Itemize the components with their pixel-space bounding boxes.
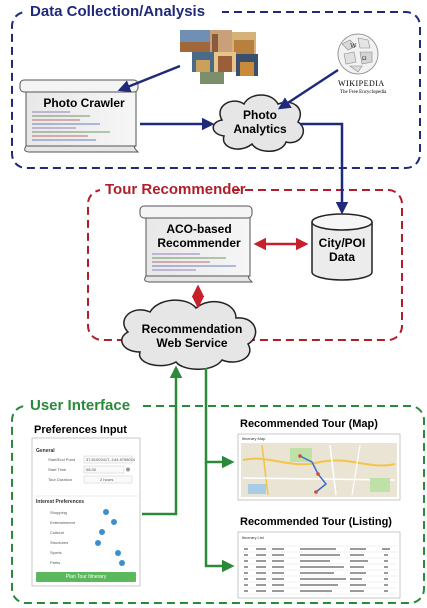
- arrow-analytics-to-poi: [300, 122, 349, 215]
- field-value-duration[interactable]: 2 hours: [100, 477, 114, 482]
- city-poi-line1: City/POI: [318, 236, 366, 250]
- listing-panel-header: Itinerary List: [242, 535, 264, 540]
- wikipedia-logo: W Ω: [337, 33, 379, 75]
- field-value-start-time[interactable]: 08:30: [86, 467, 97, 472]
- photo-crawler-node: [19, 79, 140, 153]
- svg-text:W: W: [350, 42, 357, 50]
- interest-label: Entertainment: [50, 520, 75, 525]
- interest-slider-knob[interactable]: [99, 529, 105, 535]
- interest-slider-knob[interactable]: [95, 540, 101, 546]
- interest-slider-knob[interactable]: [111, 519, 117, 525]
- aco-recommender-label: ACO-based Recommender: [150, 222, 248, 250]
- map-panel: [237, 433, 401, 501]
- interest-label: Shopping: [50, 510, 67, 515]
- interest-label: Structures: [50, 540, 69, 545]
- aco-recommender-line2: Recommender: [157, 236, 241, 250]
- interest-label: Parks: [50, 560, 61, 565]
- photo-crawler-label: Photo Crawler: [43, 96, 125, 110]
- preferences-title: Preferences Input: [34, 424, 127, 436]
- tour-recommender-section: [87, 189, 403, 341]
- interest-heading: Interest Preferences: [36, 499, 85, 505]
- field-label-duration: Tour Duration: [48, 477, 73, 482]
- interest-label: Cultural: [50, 530, 64, 535]
- preferences-general-heading: General: [36, 448, 55, 454]
- aco-recommender-line1: ACO-based: [166, 222, 232, 236]
- listing-panel-title: Recommended Tour (Listing): [240, 516, 392, 528]
- photo-analytics-label: Photo Analytics: [222, 108, 298, 136]
- interest-slider-knob[interactable]: [103, 509, 109, 515]
- photo-thumbnails: [180, 30, 258, 84]
- arrow-wiki-to-analytics: [277, 68, 339, 110]
- interest-slider-knob[interactable]: [115, 550, 121, 556]
- field-value-start-end[interactable]: 37.81002417,-144.9758010: [86, 457, 136, 462]
- interest-slider-knob[interactable]: [119, 560, 125, 566]
- photo-analytics-line2: Analytics: [233, 122, 287, 136]
- arrow-photos-to-crawler: [117, 64, 181, 93]
- web-service-line2: Web Service: [156, 336, 228, 350]
- city-poi-label: City/POI Data: [312, 236, 372, 264]
- plan-tour-button[interactable]: Plan Tour Itinerary: [36, 572, 136, 582]
- map-panel-title: Recommended Tour (Map): [240, 418, 378, 430]
- listing-panel: [237, 531, 401, 599]
- map-panel-header: Itinerary Map: [242, 436, 266, 441]
- svg-text:Ω: Ω: [362, 56, 367, 62]
- web-service-cloud: [121, 299, 257, 370]
- arrow-webservice-to-map: [204, 368, 235, 469]
- web-service-line1: Recommendation: [141, 322, 243, 336]
- arrow-webservice-to-listing: [204, 462, 235, 573]
- city-poi-line2: Data: [328, 250, 355, 264]
- field-label-start-time: Start Time: [48, 467, 67, 472]
- interest-label: Sports: [50, 550, 62, 555]
- user-interface-title: User Interface: [30, 397, 131, 414]
- wikipedia-name: Wikipedia: [338, 79, 385, 88]
- field-label-start-end: Start/End Point: [48, 457, 75, 462]
- tour-recommender-title: Tour Recommender: [105, 181, 246, 198]
- web-service-label: Recommendation Web Service: [132, 322, 252, 350]
- data-collection-title: Data Collection/Analysis: [30, 3, 206, 20]
- wikipedia-tagline: The Free Encyclopedia: [340, 90, 387, 95]
- aco-recommender-node: [139, 205, 254, 283]
- arrow-preferences-to-webservice: [142, 365, 183, 516]
- photo-analytics-line1: Photo: [243, 108, 277, 122]
